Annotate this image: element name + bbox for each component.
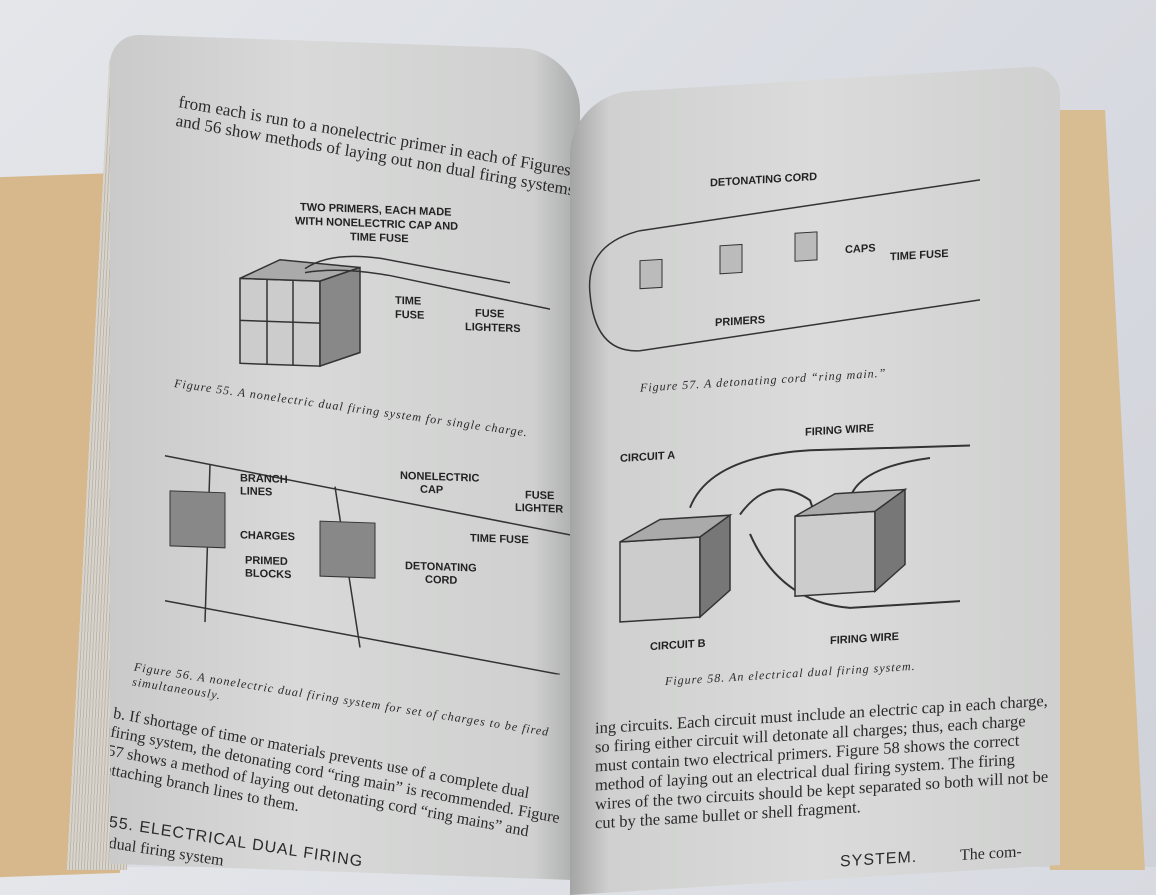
section-heading-fragment: SYSTEM. [840,848,918,871]
fig56-label: NONELECTRIC [400,470,479,485]
right-page: DETONATING CORD CAPS TIME FUSE PRIMERS F… [570,65,1060,895]
fig56-label: BRANCH [240,472,288,486]
fig56-label: CHARGES [240,529,295,543]
figure-55-diagram: TWO PRIMERS, EACH MADE WITH NONELECTRIC … [239,201,551,368]
fig55-label: FUSE [475,308,504,321]
fig56-label: PRIMED [245,555,288,568]
fig58-label: FIRING WIRE [805,422,874,438]
fig56-label: LINES [240,485,272,498]
figure-58-caption: Figure 58. An electrical dual firing sys… [665,658,916,689]
fig56-label: DETONATING [405,560,477,575]
figure-56-diagram: NONELECTRIC CAP FUSE LIGHTER BRANCH LINE… [164,454,571,676]
fig56-label: CAP [420,484,443,497]
fig55-label: TIME FUSE [350,231,409,245]
fig56-label: LIGHTER [515,502,563,516]
fig57-label: PRIMERS [715,314,765,329]
figure-58-diagram: CIRCUIT A FIRING WIRE CIRCUIT B FIRING W… [619,422,971,653]
fig57-label: DETONATING CORD [710,171,817,190]
fig58-label: CIRCUIT A [620,450,675,465]
figure-57-caption: Figure 57. A detonating cord “ring main.… [640,365,887,395]
section-heading-tail: The com- [960,843,1022,865]
fig56-label: FUSE [525,489,554,502]
fig56-label: BLOCKS [245,568,291,582]
fig58-label: CIRCUIT B [650,638,706,653]
fig58-label: FIRING WIRE [830,631,899,647]
paragraph: ing circuits. Each circuit must include … [595,690,1049,833]
figure-57-diagram: DETONATING CORD CAPS TIME FUSE PRIMERS [588,171,981,352]
fig57-label: TIME FUSE [890,248,949,264]
fig55-label: LIGHTERS [465,321,521,335]
fig57-label: CAPS [845,242,876,256]
fig56-label: CORD [425,574,457,587]
fig55-label: TIME [395,295,421,308]
intro-text: from each is run to a nonelectric primer… [174,92,580,201]
fig56-label: TIME FUSE [470,532,529,546]
fig55-label: TWO PRIMERS, EACH MADE [300,201,452,218]
fig55-label: FUSE [395,309,424,322]
left-page: from each is run to a nonelectric primer… [110,33,580,881]
fig55-label: WITH NONELECTRIC CAP AND [295,215,458,233]
